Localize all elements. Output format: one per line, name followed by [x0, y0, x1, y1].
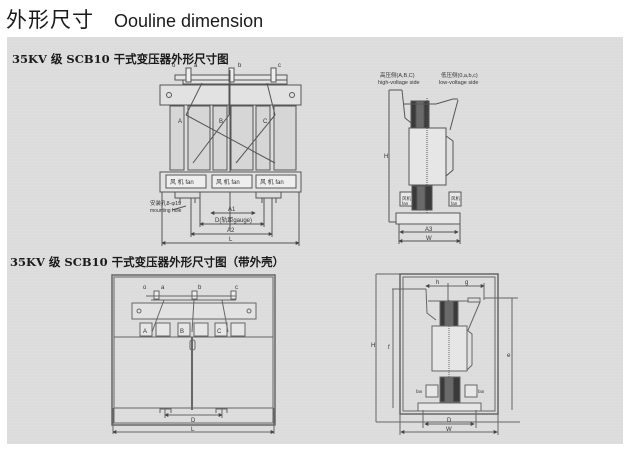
fan-box [165, 174, 207, 189]
label-fan-left-cn: 风机 [402, 195, 411, 202]
label-fan-right-en: fan [451, 201, 458, 206]
enclosure-side [399, 273, 499, 415]
dim-g: g [465, 280, 468, 286]
dim-f: f [388, 345, 390, 351]
label-lv-en: low-voltage side [439, 80, 478, 86]
diagram1-side-labels: 高压侧(A,B,C) high-voltage side 低压侧(0,a,b,c… [378, 71, 478, 242]
label-terminal-o: o [172, 63, 176, 69]
enclosure [111, 274, 276, 426]
dim-l: L [229, 237, 233, 243]
label-coil-a: A [178, 119, 182, 125]
label-terminal-a: a [161, 285, 165, 291]
label-fan-1: 风 机 fan [170, 178, 194, 186]
label-coil-a: A [143, 329, 147, 335]
label-terminal-b: b [198, 285, 202, 291]
fan-left [399, 191, 413, 207]
label-hv-en: high-voltage side [378, 80, 420, 86]
label-coil-c: C [263, 119, 268, 125]
terminal-a [185, 67, 192, 83]
coils [169, 105, 297, 171]
dim-e: e [507, 353, 511, 359]
dim-d: D [191, 418, 196, 424]
title-chinese: 外形尺寸 [6, 8, 94, 32]
label-terminal-a: a [194, 63, 198, 69]
base [395, 212, 461, 225]
diagram2-front-view [111, 274, 276, 434]
dim-w: W [446, 427, 452, 433]
label-fan-left-en: fan [402, 201, 409, 206]
dim-H: H [371, 343, 375, 349]
label-mounting-en: mounting hole [150, 208, 182, 214]
diagram1-side-view [388, 89, 462, 244]
label-mounting-cn: 安装孔8-φ19 [150, 199, 181, 207]
caption-diagram-1: 35KV 级 SCB10 干式变压器外形尺寸图 [12, 52, 229, 66]
label-hv-cn: 高压侧(A,B,C) [380, 71, 415, 79]
fan-box [211, 174, 253, 189]
label-coil-b: B [219, 119, 223, 125]
drawing-panel [7, 37, 623, 444]
label-fan-3: 风 机 fan [260, 178, 284, 186]
label-terminal-b: b [238, 63, 242, 69]
dim-l: L [191, 427, 195, 433]
label-lv-cn: 低压侧(0,a,b,c) [441, 71, 478, 79]
terminal-b [228, 67, 235, 83]
fan-box [255, 174, 297, 189]
label-coil-b: B [180, 329, 184, 335]
dim-d: D(轨距gauge) [215, 216, 252, 224]
diagram1-front-view [159, 67, 302, 246]
terminal-c [270, 67, 277, 83]
diagram2-side-labels: h g H f e fan fan D W [371, 280, 511, 433]
dim-a2: A2 [227, 228, 235, 234]
label-fan-right-cn: 风机 [451, 195, 460, 202]
label-terminal-o: o [143, 285, 147, 291]
dim-h: H [384, 154, 388, 160]
label-fan-left: fan [416, 389, 423, 394]
caption-diagram-2: 35KV 级 SCB10 干式变压器外形尺寸图（带外壳） [10, 255, 285, 269]
label-terminal-c: c [235, 285, 238, 291]
dim-a1: A1 [228, 207, 236, 213]
diagram2-side-view [375, 273, 520, 435]
dim-a3: A3 [425, 227, 433, 233]
fan-right [448, 191, 462, 207]
title-english: Oouline dimension [114, 11, 264, 31]
label-coil-c: C [217, 329, 222, 335]
diagram1-front-labels: o a b c A B C 风 机 fan 风 机 fan 风 机 fan 安装… [150, 63, 284, 243]
page-title: 外形尺寸 Oouline dimension [6, 4, 264, 32]
dim-h-small: h [436, 280, 439, 286]
dim-w: W [426, 236, 432, 242]
dim-d: D [447, 418, 452, 424]
label-fan-2: 风 机 fan [216, 178, 240, 186]
label-terminal-c: c [278, 63, 281, 69]
label-fan-right: fan [478, 389, 485, 394]
diagram2-front-labels: o a b c A B C D L [143, 285, 238, 433]
